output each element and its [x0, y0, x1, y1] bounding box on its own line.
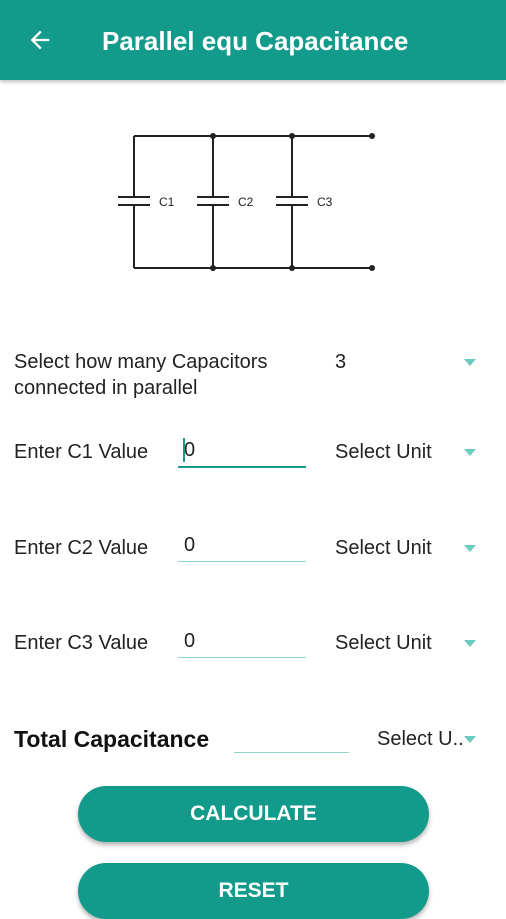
dropdown-arrow-icon — [464, 545, 476, 552]
app-bar: Parallel equ Capacitance — [0, 0, 506, 80]
c2-value-text: 0 — [184, 534, 196, 556]
total-unit-value: Select U.. — [377, 728, 464, 750]
capacitor-count-value: 3 — [335, 351, 347, 373]
c2-unit-value: Select Unit — [335, 537, 432, 559]
parallel-capacitor-diagram: C1 C2 C3 — [118, 133, 375, 271]
capacitor-count-label: Select how many Capacitors connected in … — [14, 351, 268, 399]
c2-label: Enter C2 Value — [14, 537, 149, 559]
dropdown-arrow-icon — [464, 359, 476, 366]
dropdown-arrow-icon — [464, 736, 476, 743]
c1-unit-dropdown[interactable]: Select Unit — [335, 438, 481, 468]
page-title: Parallel equ Capacitance — [102, 26, 409, 56]
c3-unit-value: Select Unit — [335, 632, 432, 654]
c1-unit-value: Select Unit — [335, 441, 432, 463]
c1-value-text: 0 — [184, 439, 196, 461]
back-arrow-icon[interactable] — [26, 26, 54, 54]
reset-button[interactable]: RESET — [78, 863, 429, 919]
c3-value-input[interactable]: 0 — [178, 625, 306, 658]
c2-unit-dropdown[interactable]: Select Unit — [335, 534, 481, 564]
diagram-label-c2: C2 — [238, 195, 254, 209]
diagram-label-c1: C1 — [159, 195, 175, 209]
dropdown-arrow-icon — [464, 640, 476, 647]
diagram-label-c3: C3 — [317, 195, 333, 209]
c3-unit-dropdown[interactable]: Select Unit — [335, 629, 481, 659]
dropdown-arrow-icon — [464, 449, 476, 456]
text-cursor — [183, 438, 185, 462]
c2-value-input[interactable]: 0 — [178, 529, 306, 562]
c1-label: Enter C1 Value — [14, 441, 149, 463]
c3-value-text: 0 — [184, 630, 196, 652]
capacitor-count-dropdown[interactable]: 3 — [335, 348, 481, 378]
total-unit-dropdown[interactable]: Select U.. — [377, 725, 481, 755]
c1-value-input[interactable]: 0 — [178, 434, 306, 468]
total-capacitance-output — [234, 720, 349, 753]
calculate-button[interactable]: CALCULATE — [78, 786, 429, 842]
total-capacitance-label: Total Capacitance — [14, 726, 210, 752]
c3-label: Enter C3 Value — [14, 632, 149, 654]
